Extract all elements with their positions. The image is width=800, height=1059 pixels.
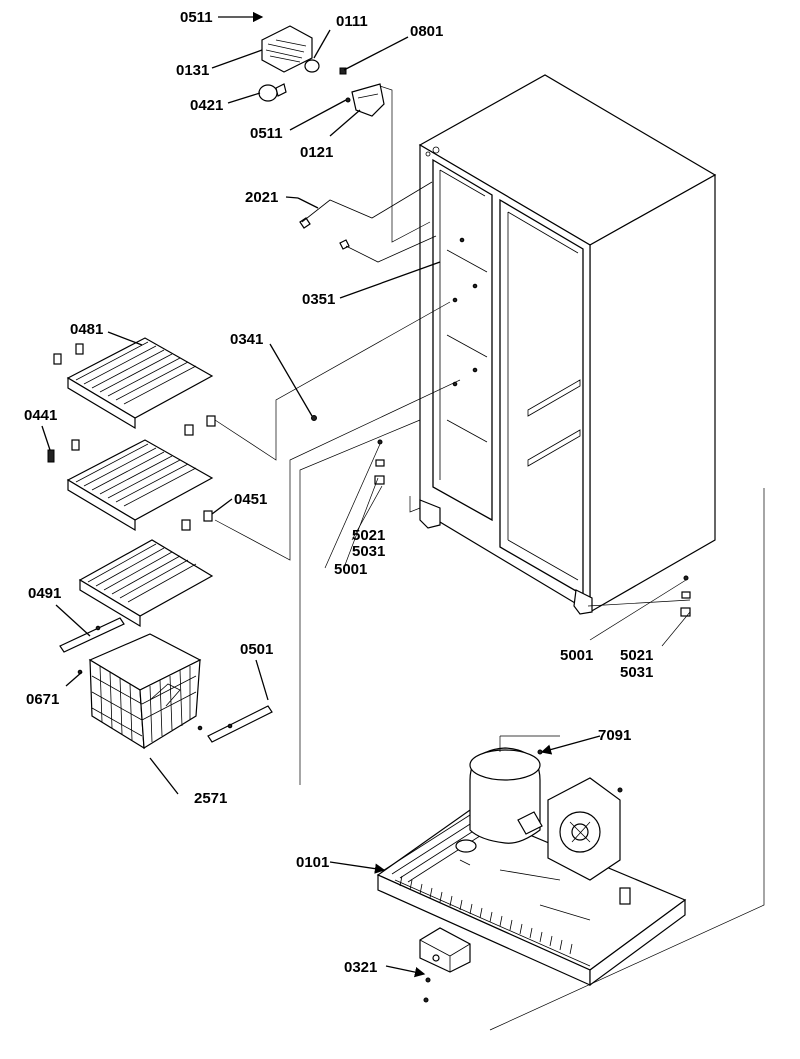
label-0491: 0491	[28, 585, 61, 602]
label-0101: 0101	[296, 854, 329, 871]
hinge-parts	[324, 439, 691, 647]
label-5031-right: 5031	[620, 664, 653, 681]
refrigerator-cabinet	[418, 74, 717, 615]
label-0351: 0351	[302, 291, 335, 308]
label-0671: 0671	[26, 691, 59, 708]
label-7091: 7091	[598, 727, 631, 744]
label-0131: 0131	[176, 62, 209, 79]
label-0441: 0441	[24, 407, 57, 424]
label-0121: 0121	[300, 144, 333, 161]
label-0511-bottom: 0511	[250, 125, 283, 142]
label-0501: 0501	[240, 641, 273, 658]
label-0481: 0481	[70, 321, 103, 338]
basket-rails	[59, 617, 273, 743]
label-0511-top: 0511	[180, 9, 213, 26]
label-5021-right: 5021	[620, 647, 653, 664]
label-0111: 0111	[336, 13, 368, 30]
label-5031-left: 5031	[352, 543, 385, 560]
freezer-basket	[77, 633, 203, 750]
label-0341: 0341	[230, 331, 263, 348]
light-assembly	[258, 25, 385, 117]
label-0321: 0321	[344, 959, 377, 976]
freezer-shelf-1	[53, 337, 216, 436]
label-5001-left: 5001	[334, 561, 367, 578]
label-0801: 0801	[410, 23, 443, 40]
freezer-shelf-2	[47, 439, 214, 532]
part-labels: 0511 0111 0801 0131 0421 0511 0121 2021 …	[24, 9, 653, 976]
label-5001-right: 5001	[560, 647, 593, 664]
freezer-shelf-3	[78, 539, 214, 628]
label-0451: 0451	[234, 491, 267, 508]
label-5021-left: 5021	[352, 527, 385, 544]
machine-compartment	[376, 747, 687, 1003]
small-parts	[297, 181, 465, 421]
leader-lines	[41, 11, 601, 978]
label-2021: 2021	[245, 189, 278, 206]
label-0421: 0421	[190, 97, 223, 114]
label-2571: 2571	[194, 790, 227, 807]
